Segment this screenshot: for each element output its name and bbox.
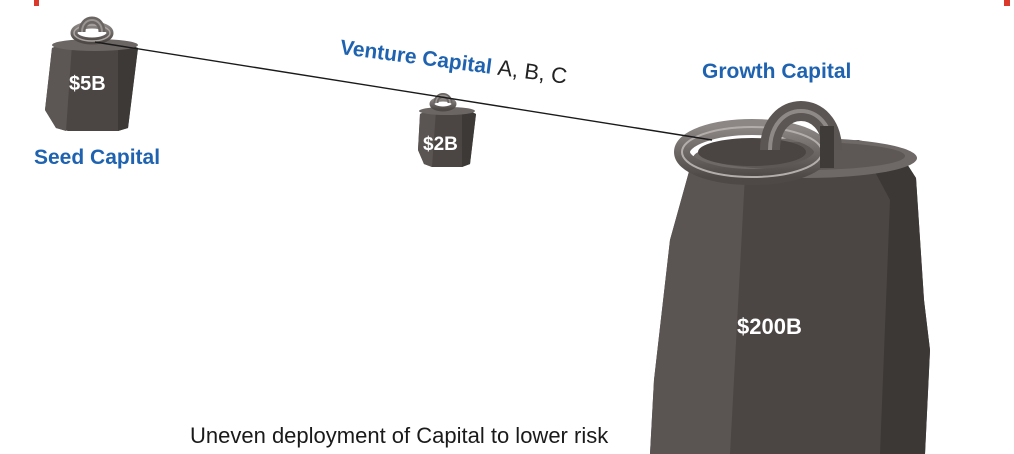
seed-amount: $5B <box>69 73 106 95</box>
growth-amount: $200B <box>737 314 802 339</box>
venture-amount: $2B <box>423 134 458 155</box>
seed-capital-label: Seed Capital <box>34 146 161 169</box>
venture-weight <box>418 93 476 167</box>
seed-weight <box>45 16 138 131</box>
slide-title-fragment-right <box>1004 0 1010 6</box>
growth-weight <box>650 101 930 454</box>
connecting-line <box>94 41 713 141</box>
slide-title-fragment-left <box>34 0 39 6</box>
growth-capital-label: Growth Capital <box>702 60 852 83</box>
caption: Uneven deployment of Capital to lower ri… <box>190 423 609 448</box>
